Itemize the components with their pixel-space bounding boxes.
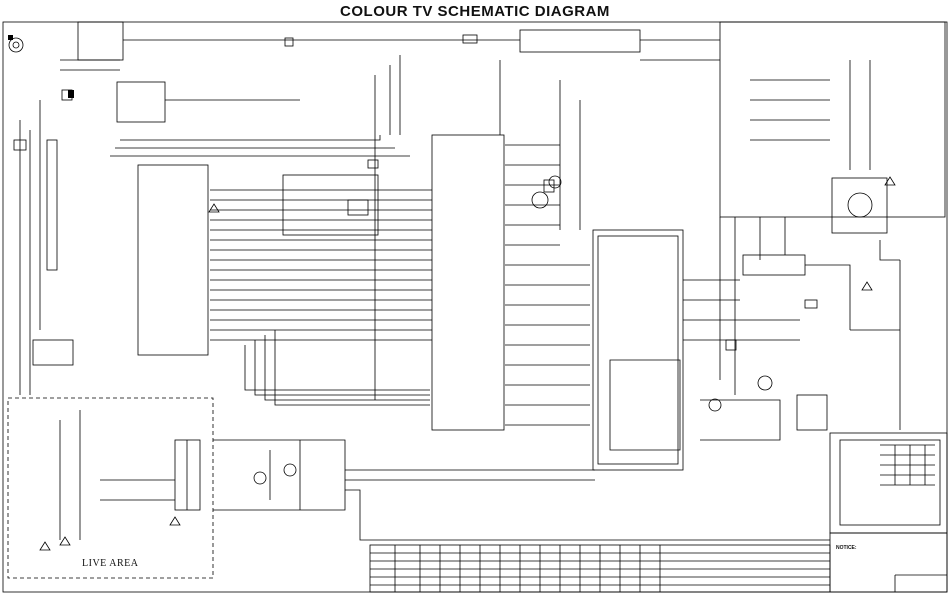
schematic-border <box>2 21 948 593</box>
diagram-title: COLOUR TV SCHEMATIC DIAGRAM <box>340 3 610 20</box>
crt-drive-block <box>719 21 946 218</box>
top-connector <box>519 29 641 53</box>
notes-box <box>829 532 948 593</box>
oscillator-module <box>282 174 379 236</box>
antenna-connector <box>8 37 24 53</box>
jungle-ic <box>137 164 209 356</box>
power-transformer <box>174 439 201 511</box>
flyback-transformer <box>796 394 828 431</box>
small-ic-left <box>32 339 74 366</box>
microcontroller-ic <box>431 134 505 431</box>
notice-label: NOTICE: <box>836 545 857 551</box>
live-area-border <box>7 397 214 579</box>
crt-socket <box>831 177 888 234</box>
center-frame <box>592 229 684 471</box>
tuner-block <box>77 21 124 61</box>
audio-ic <box>116 81 166 123</box>
live-area-label: LIVE AREA <box>82 558 139 569</box>
remote-table-box <box>829 432 948 534</box>
right-connector <box>742 254 806 276</box>
